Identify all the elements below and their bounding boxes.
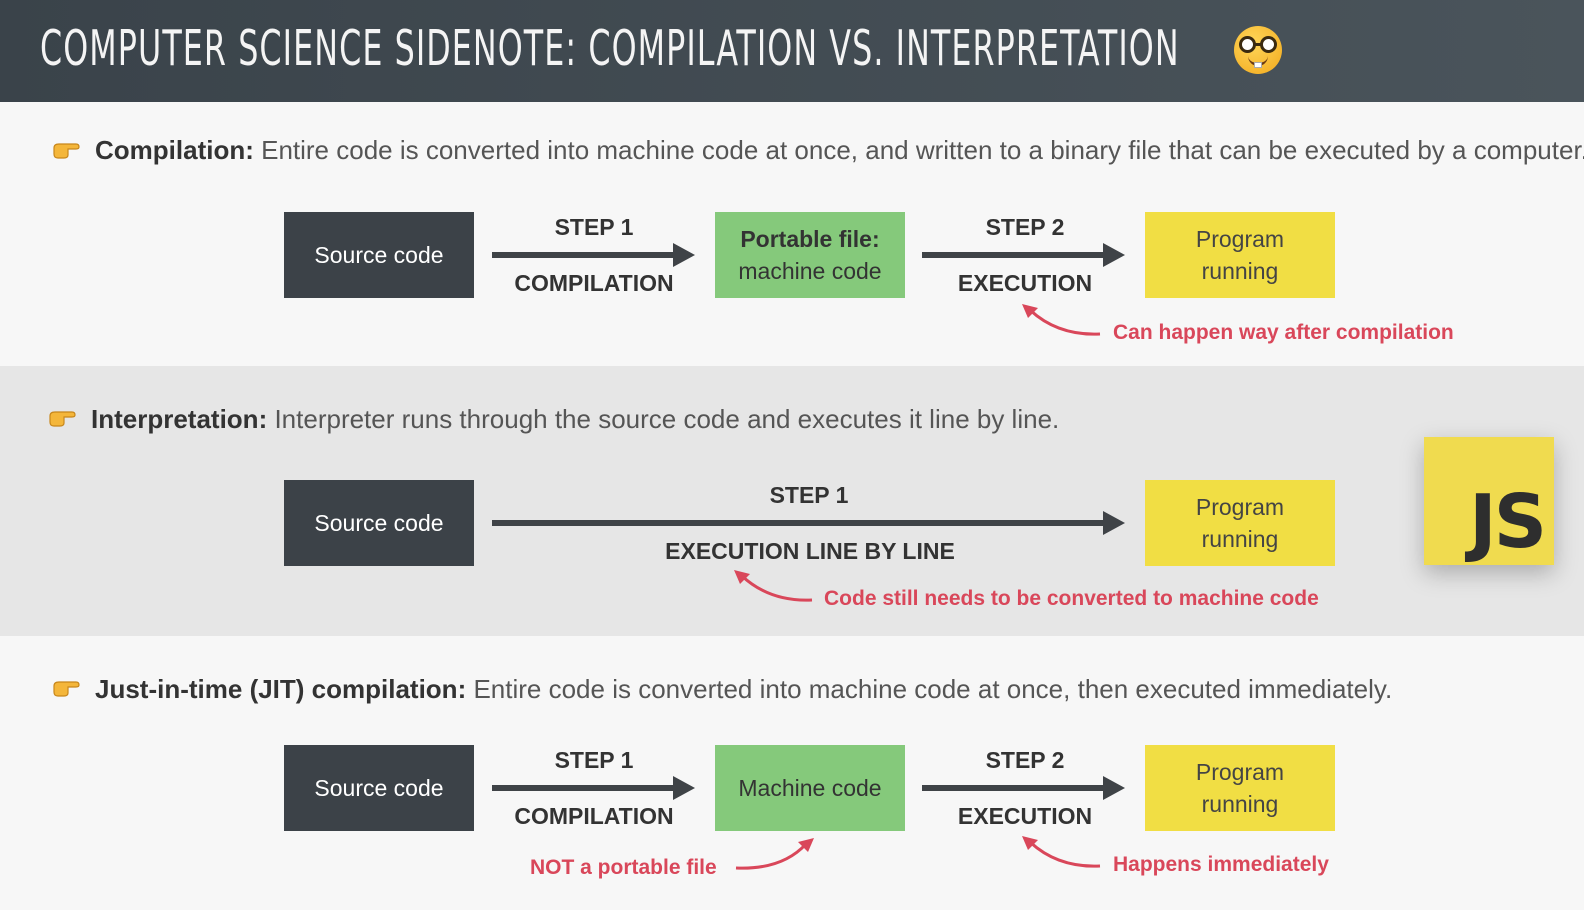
interpretation-section: Interpretation: Interpreter runs through… bbox=[0, 366, 1584, 636]
program-running-box: Program running bbox=[1145, 745, 1335, 831]
step2-label: STEP 2 bbox=[985, 747, 1065, 773]
program-label: Program bbox=[1195, 494, 1285, 520]
source-code-label: Source code bbox=[314, 775, 444, 801]
interpretation-description: Interpreter runs through the source code… bbox=[267, 404, 1060, 434]
source-code-box: Source code bbox=[284, 480, 474, 566]
jit-section: Just-in-time (JIT) compilation: Entire c… bbox=[0, 636, 1584, 910]
source-code-box: Source code bbox=[284, 745, 474, 831]
curved-arrow-icon bbox=[734, 570, 813, 602]
javascript-logo: JS bbox=[1424, 437, 1554, 565]
compilation-arrow bbox=[492, 243, 695, 267]
not-portable-note: NOT a portable file bbox=[530, 856, 717, 879]
interpretation-note: Code still needs to be converted to mach… bbox=[824, 587, 1319, 610]
execution-step-label: EXECUTION bbox=[957, 803, 1093, 829]
interpretation-term: Interpretation: bbox=[91, 404, 268, 434]
compilation-definition: Compilation: Entire code is converted in… bbox=[95, 135, 1584, 166]
interpretation-definition: Interpretation: Interpreter runs through… bbox=[91, 404, 1059, 435]
compilation-description: Entire code is converted into machine co… bbox=[253, 135, 1584, 165]
machine-code-label: Machine code bbox=[738, 775, 882, 801]
source-code-label: Source code bbox=[314, 510, 444, 536]
running-label: running bbox=[1201, 526, 1279, 552]
program-label: Program bbox=[1195, 759, 1285, 785]
step1-label: STEP 1 bbox=[769, 482, 849, 508]
portable-file-label: Portable file: bbox=[740, 226, 880, 252]
header-bar: COMPUTER SCIENCE SIDENOTE: COMPILATION V… bbox=[0, 0, 1584, 102]
jit-description: Entire code is converted into machine co… bbox=[466, 674, 1393, 704]
compilation-step-label: COMPILATION bbox=[514, 270, 674, 296]
curved-arrow-icon bbox=[1022, 836, 1101, 868]
step1-label: STEP 1 bbox=[554, 214, 634, 240]
compilation-section: Compilation: Entire code is converted in… bbox=[0, 102, 1584, 366]
step2-label: STEP 2 bbox=[985, 214, 1065, 240]
pointing-hand-icon bbox=[49, 411, 76, 427]
pointing-hand-icon bbox=[53, 681, 80, 697]
jit-definition: Just-in-time (JIT) compilation: Entire c… bbox=[95, 674, 1392, 705]
machine-code-label: machine code bbox=[738, 258, 882, 284]
curved-arrow-icon bbox=[1022, 304, 1101, 336]
js-logo-text: JS bbox=[1469, 479, 1547, 565]
nerd-face-icon bbox=[1234, 26, 1282, 74]
program-label: Program bbox=[1195, 226, 1285, 252]
compilation-arrow bbox=[492, 776, 695, 800]
compilation-step-label: COMPILATION bbox=[514, 803, 674, 829]
curved-arrow-icon bbox=[735, 838, 814, 870]
machine-code-box: Machine code bbox=[715, 745, 905, 831]
execution-arrow bbox=[922, 776, 1125, 800]
program-running-box: Program running bbox=[1145, 212, 1335, 298]
program-running-box: Program running bbox=[1145, 480, 1335, 566]
page-title: COMPUTER SCIENCE SIDENOTE: COMPILATION V… bbox=[40, 20, 1180, 77]
jit-term: Just-in-time (JIT) compilation: bbox=[95, 674, 467, 704]
pointing-hand-icon bbox=[53, 143, 80, 159]
happens-immediately-note: Happens immediately bbox=[1113, 853, 1329, 876]
compilation-term: Compilation: bbox=[95, 135, 254, 165]
step1-label: STEP 1 bbox=[554, 747, 634, 773]
source-code-label: Source code bbox=[314, 242, 444, 268]
execution-line-by-line-label: EXECUTION LINE BY LINE bbox=[665, 538, 955, 564]
running-label: running bbox=[1201, 258, 1279, 284]
execution-arrow bbox=[922, 243, 1125, 267]
portable-file-box: Portable file: machine code bbox=[715, 212, 905, 298]
execution-step-label: EXECUTION bbox=[957, 270, 1093, 296]
source-code-box: Source code bbox=[284, 212, 474, 298]
execution-line-arrow bbox=[492, 511, 1125, 535]
compilation-note: Can happen way after compilation bbox=[1113, 321, 1454, 344]
running-label: running bbox=[1201, 791, 1279, 817]
